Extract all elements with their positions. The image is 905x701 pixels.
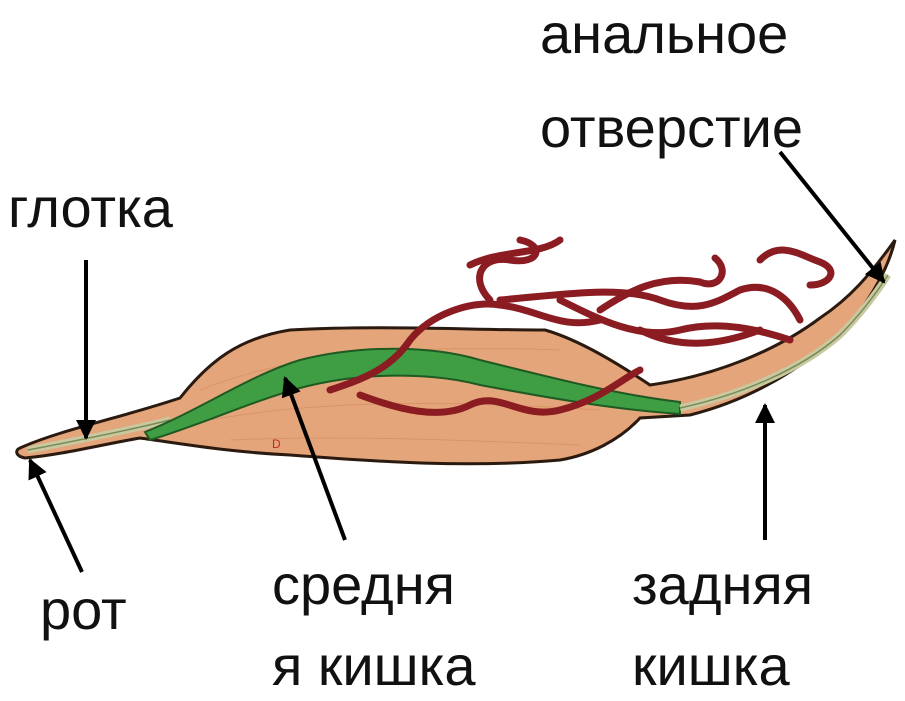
label-midgut-line1: средня	[272, 555, 455, 615]
label-pharynx: глотка	[8, 178, 173, 238]
label-anal-opening-line1: анальное	[540, 4, 788, 64]
label-midgut-line2: я кишка	[272, 636, 475, 696]
label-hindgut-line1: задняя	[632, 555, 813, 615]
arrow-anal-opening	[780, 152, 884, 282]
label-anal-opening-line2: отверстие	[540, 98, 803, 158]
label-mouth: рот	[40, 580, 127, 640]
label-hindgut-line2: кишка	[632, 636, 790, 696]
body-mark: D	[272, 437, 281, 451]
arrow-mouth	[30, 460, 82, 572]
